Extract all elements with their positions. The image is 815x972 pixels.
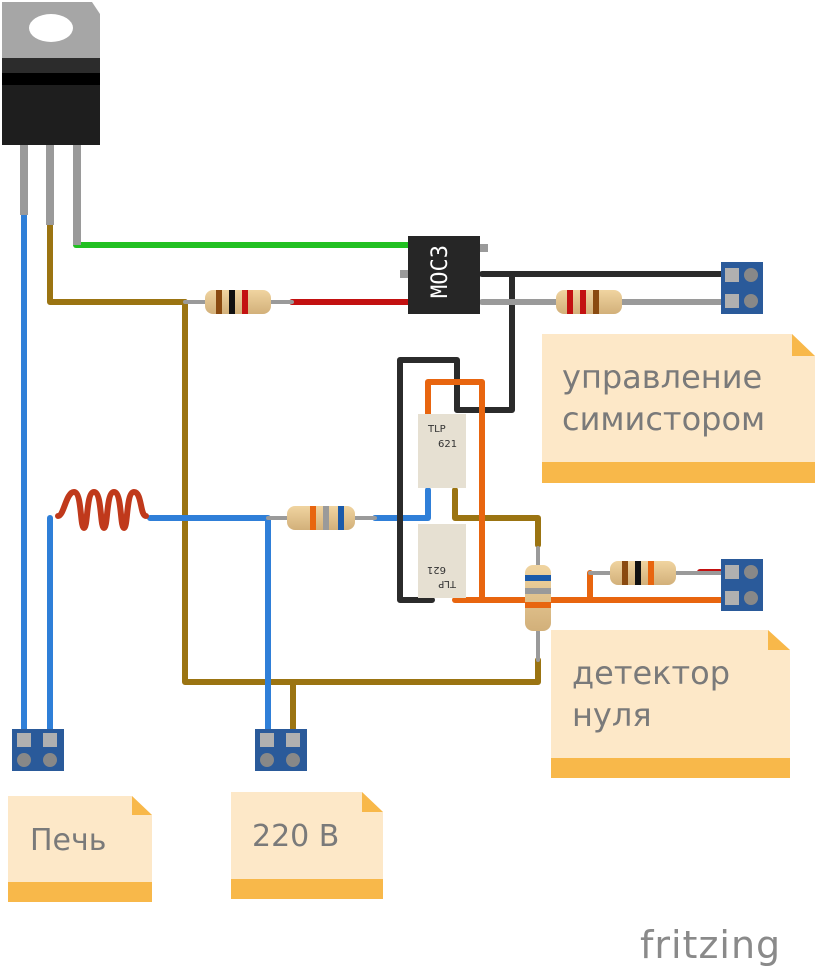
wire-brown-opto <box>452 487 541 548</box>
wire-blue-opto <box>372 487 431 521</box>
note-control[interactable]: управление симистором <box>542 334 815 483</box>
note-mains-text: 220 В <box>252 819 339 854</box>
optocoupler-top[interactable]: TLP 621 <box>418 414 466 488</box>
note-oven-text: Печь <box>30 823 106 858</box>
terminal-block-mains[interactable] <box>255 729 307 771</box>
heater-coil[interactable] <box>55 488 149 532</box>
resistor-opto-input[interactable] <box>287 506 355 530</box>
wire-black-moc-opto <box>397 271 515 603</box>
resistor-zero-vertical[interactable] <box>525 565 551 631</box>
optocoupler-bottom-line1: TLP <box>438 578 457 589</box>
terminal-block-oven[interactable] <box>12 729 64 771</box>
optocoupler-bottom-line2: 621 <box>427 564 446 575</box>
triac[interactable] <box>2 2 100 245</box>
note-mains[interactable]: 220 В <box>231 792 383 899</box>
terminal-block-control[interactable] <box>721 262 763 314</box>
optotriac-label: MOC3 <box>428 245 453 298</box>
wire-brown-triac-a2 <box>47 217 188 305</box>
fritzing-logo: fritzing <box>640 923 781 967</box>
note-oven[interactable]: Печь <box>8 796 152 902</box>
resistor-gate[interactable] <box>205 290 271 314</box>
optocoupler-bottom[interactable]: TLP 621 <box>418 524 466 598</box>
wire-brown-bus-vertical <box>182 299 541 685</box>
optotriac-moc[interactable]: MOC3 <box>400 236 488 314</box>
resistor-moc-output[interactable] <box>556 290 622 314</box>
note-control-line2: симистором <box>562 400 765 438</box>
wire-blue-coil-node <box>147 515 271 740</box>
terminal-block-zero[interactable] <box>721 559 763 611</box>
note-zero-line2: нуля <box>572 696 652 734</box>
resistor-zero-pullup[interactable] <box>610 561 676 585</box>
note-zero-detector[interactable]: детектор нуля <box>551 630 790 778</box>
wire-orange-top <box>425 379 485 603</box>
note-control-line1: управление <box>562 358 762 396</box>
optocoupler-top-line2: 621 <box>438 439 457 450</box>
optocoupler-top-line1: TLP <box>427 424 446 435</box>
note-zero-line1: детектор <box>572 654 730 692</box>
